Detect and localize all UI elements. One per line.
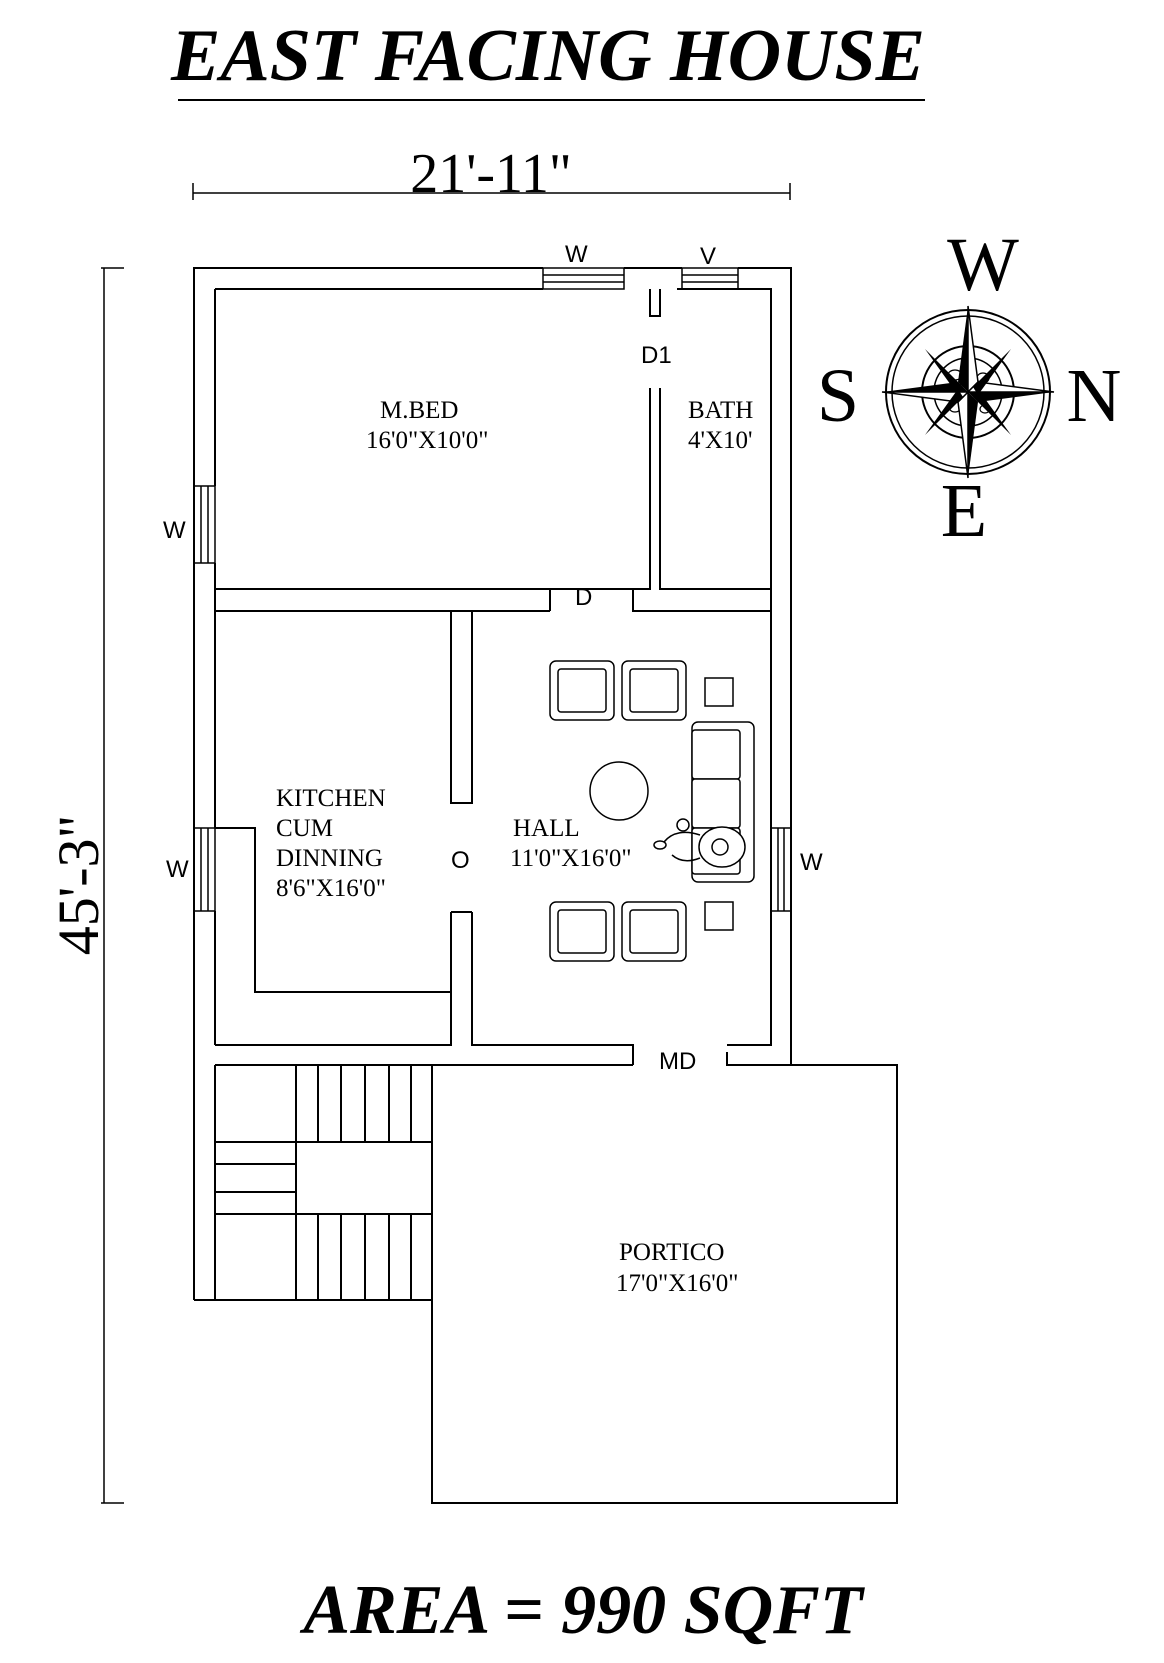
kitchen-name-line1: KITCHEN <box>276 785 386 812</box>
window-tag-bedroom: W <box>163 517 186 544</box>
hall-name: HALL <box>513 815 580 842</box>
height-dimension-label: 45'-3" <box>46 815 111 955</box>
mbed-size: 16'0"X10'0" <box>366 427 488 454</box>
ventilator-top <box>681 267 739 290</box>
kitchen-size: 8'6"X16'0" <box>276 875 386 902</box>
window-tag-top: W <box>565 241 588 268</box>
area-label: AREA = 990 SQFT <box>299 1572 865 1649</box>
hall-furniture <box>549 660 755 962</box>
compass-icon <box>881 305 1055 479</box>
plan-title: EAST FACING HOUSE <box>170 15 925 97</box>
side-table-icon <box>704 901 734 931</box>
window-bedroom-left <box>193 485 216 564</box>
bath-name: BATH <box>688 397 753 424</box>
hall-size: 11'0"X16'0" <box>510 845 632 872</box>
armchair-icon <box>549 901 615 962</box>
walls <box>193 267 898 1504</box>
compass-north-label: N <box>1067 354 1122 438</box>
ventilator-tag: V <box>700 243 716 270</box>
side-table-icon <box>704 677 734 707</box>
seated-person-icon <box>653 818 746 868</box>
compass-west-label: W <box>947 223 1019 307</box>
width-dimension-line <box>192 183 791 200</box>
armchair-icon <box>621 660 687 721</box>
door-tag-bath: D1 <box>641 342 672 369</box>
portico-size: 17'0"X16'0" <box>616 1270 738 1297</box>
compass-east-label: E <box>941 469 987 553</box>
stair-treads <box>317 1065 412 1300</box>
armchair-icon <box>621 901 687 962</box>
round-table-icon <box>589 761 649 821</box>
window-tag-hall: W <box>800 849 823 876</box>
window-kitchen-left <box>193 827 216 912</box>
main-door-tag: MD <box>659 1048 696 1075</box>
armchair-icon <box>549 660 615 721</box>
height-dimension-line <box>101 267 124 1504</box>
opening-tag-kitchen: O <box>451 847 470 874</box>
mbed-name: M.BED <box>380 397 458 424</box>
window-top <box>542 267 625 290</box>
bath-size: 4'X10' <box>688 427 753 454</box>
door-tag-bedroom: D <box>575 584 592 611</box>
kitchen-name-line2: CUM <box>276 815 333 842</box>
portico-name: PORTICO <box>619 1239 724 1266</box>
window-tag-kitchen: W <box>166 856 189 883</box>
kitchen-name-line3: DINNING <box>276 845 383 872</box>
width-dimension-label: 21'-11" <box>410 143 572 205</box>
compass-south-label: S <box>817 354 859 438</box>
window-hall-right <box>770 827 792 912</box>
